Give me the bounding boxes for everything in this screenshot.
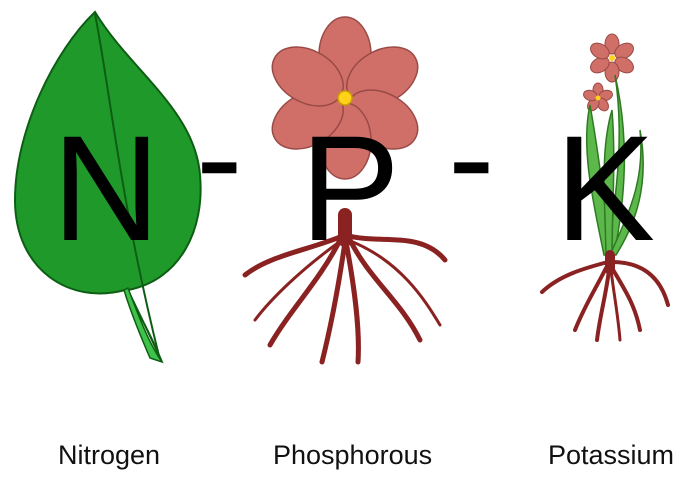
- dash-1: -: [196, 78, 243, 235]
- caption-phosphorous: Phosphorous: [273, 440, 433, 470]
- flower-with-roots-icon: [242, 16, 448, 365]
- caption-nitrogen: Nitrogen: [58, 440, 161, 470]
- dash-2: -: [448, 78, 495, 235]
- leaf-icon: [13, 10, 202, 364]
- caption-potassium: Potassium: [548, 440, 675, 470]
- letter-n: N: [52, 104, 160, 272]
- small-plant-icon: [540, 33, 670, 342]
- letter-p: P: [300, 104, 400, 272]
- letter-k: K: [555, 104, 655, 272]
